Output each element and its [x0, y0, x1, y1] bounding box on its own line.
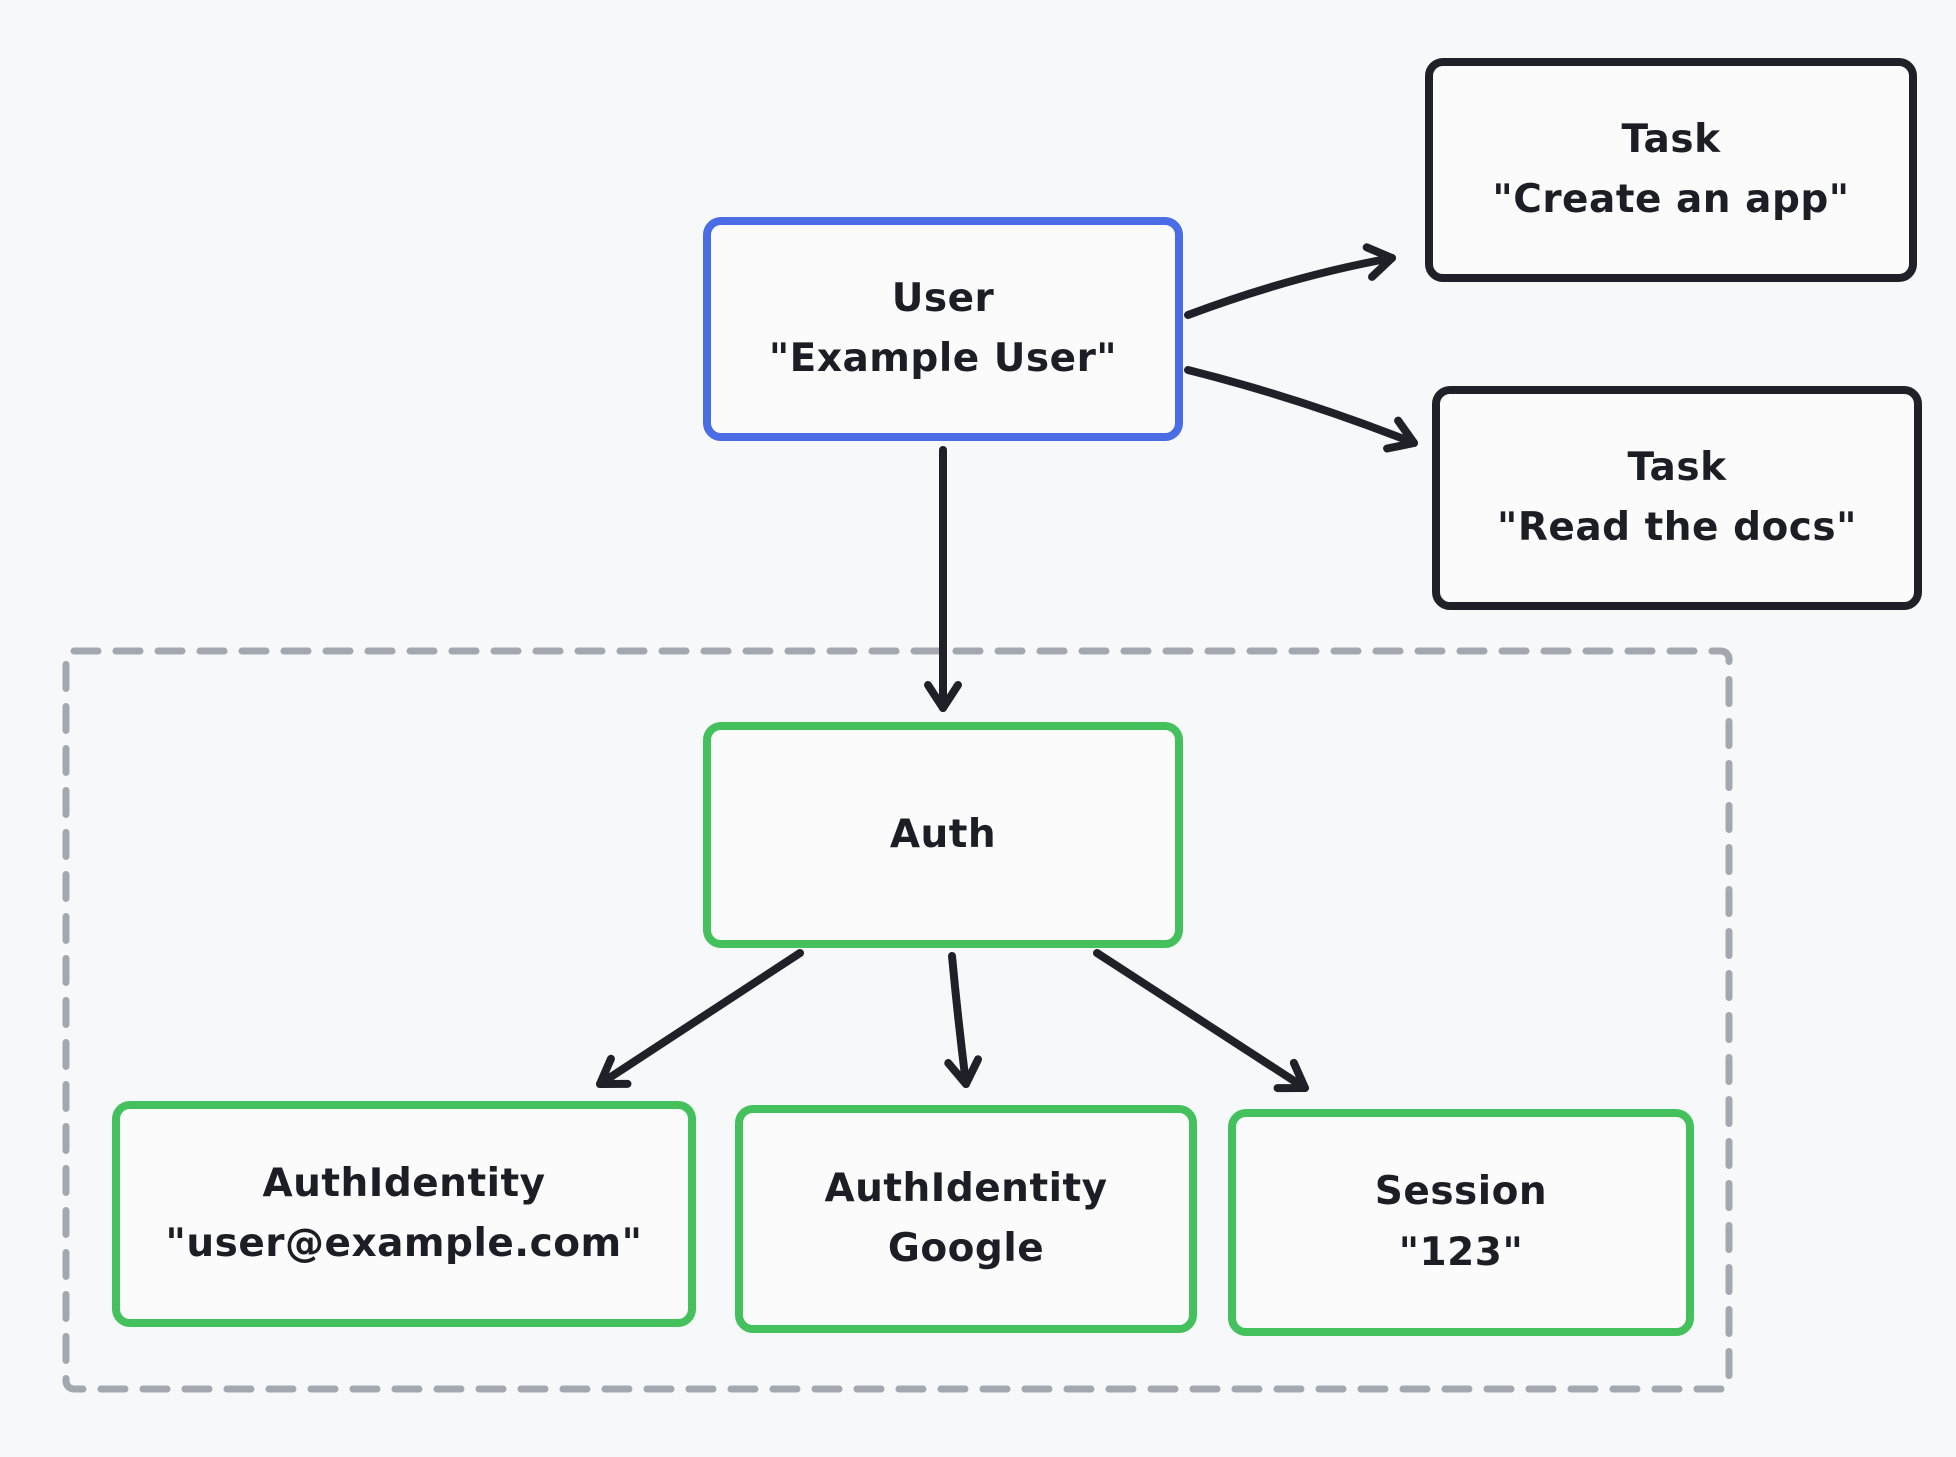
edge-auth-to-auth-identity-email: [596, 949, 804, 1088]
node-session: Session "123": [1228, 1109, 1694, 1336]
node-user: User "Example User": [703, 217, 1183, 441]
node-auth-identity-email-title: AuthIdentity: [262, 1160, 546, 1206]
node-user-title: User: [891, 275, 995, 321]
node-auth: Auth: [703, 722, 1183, 948]
node-session-value: "123": [1398, 1229, 1524, 1275]
node-auth-identity-google: AuthIdentity Google: [735, 1105, 1197, 1333]
node-auth-identity-google-value: Google: [887, 1226, 1045, 1271]
edge-auth-to-auth-identity-google: [944, 952, 983, 1088]
node-user-value: "Example User": [768, 336, 1118, 381]
node-session-title: Session: [1374, 1169, 1548, 1215]
edge-auth-to-session: [1093, 949, 1309, 1093]
node-auth-identity-email: AuthIdentity "user@example.com": [112, 1101, 696, 1327]
node-auth-identity-google-title: AuthIdentity: [824, 1165, 1108, 1211]
edge-user-to-task-create: [1184, 243, 1396, 319]
node-task-create-value: "Create an app": [1492, 177, 1850, 222]
node-task-create-an-app: Task "Create an app": [1425, 58, 1917, 282]
node-task-read-the-docs: Task "Read the docs": [1432, 386, 1922, 610]
node-task-create-title: Task: [1621, 116, 1721, 162]
node-auth-identity-email-value: "user@example.com": [165, 1221, 643, 1266]
node-auth-title: Auth: [889, 811, 997, 857]
edge-user-to-task-read: [1184, 366, 1418, 453]
node-task-read-value: "Read the docs": [1497, 505, 1857, 550]
node-task-read-title: Task: [1627, 444, 1727, 490]
auth-scope-dashed-border: [62, 647, 1733, 1393]
